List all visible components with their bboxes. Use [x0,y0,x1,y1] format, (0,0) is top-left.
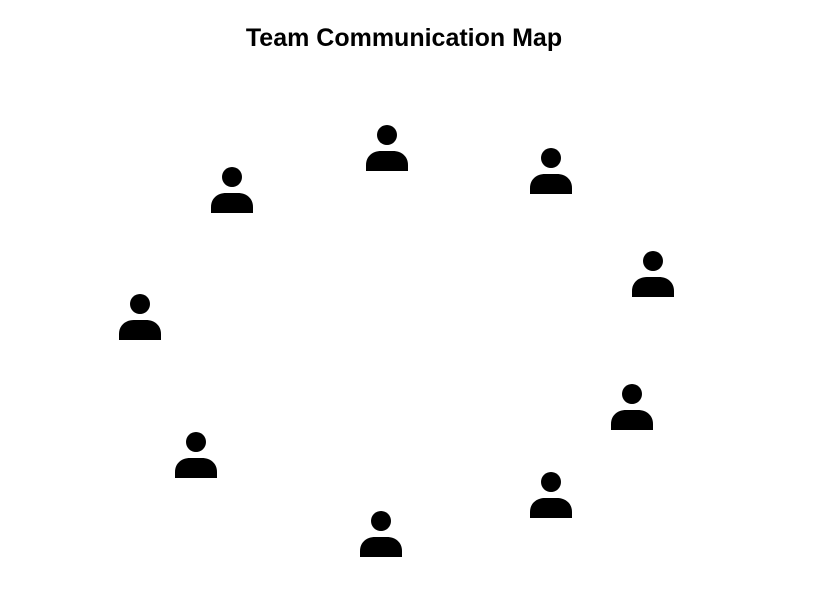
person-icon [359,511,403,557]
person-icon [174,432,218,478]
person-icon [631,251,675,297]
person-icon [365,125,409,171]
person-icon [118,294,162,340]
person-icon [529,472,573,518]
person-icon [529,148,573,194]
diagram-title: Team Communication Map [245,24,563,52]
person-icon [210,167,254,213]
person-icon [610,384,654,430]
